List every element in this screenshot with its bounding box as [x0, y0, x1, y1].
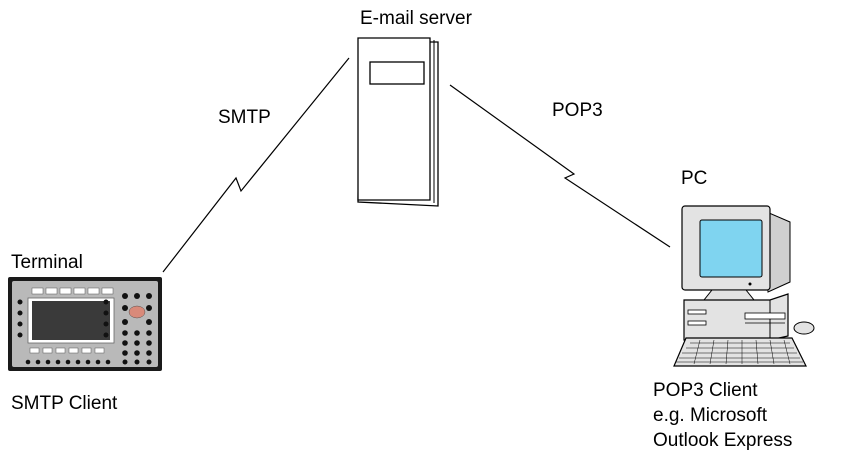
smtp-label: SMTP [218, 107, 271, 128]
pc-computer-icon [673, 205, 815, 367]
smtp-connection-line [162, 57, 350, 273]
terminal-device-icon [8, 277, 162, 371]
email-server-icon [357, 37, 439, 207]
terminal-label: Terminal [11, 252, 83, 273]
smtp-client-label: SMTP Client [11, 393, 118, 414]
pop3-client-label: POP3 Client [653, 380, 758, 401]
email-server-label: E-mail server [360, 8, 472, 29]
pop3-client-product-label: Outlook Express [653, 430, 793, 451]
pop3-connection-line [449, 84, 671, 248]
pc-label: PC [681, 168, 708, 189]
pop3-client-example-label: e.g. Microsoft [653, 405, 768, 426]
pop3-label: POP3 [552, 100, 603, 121]
